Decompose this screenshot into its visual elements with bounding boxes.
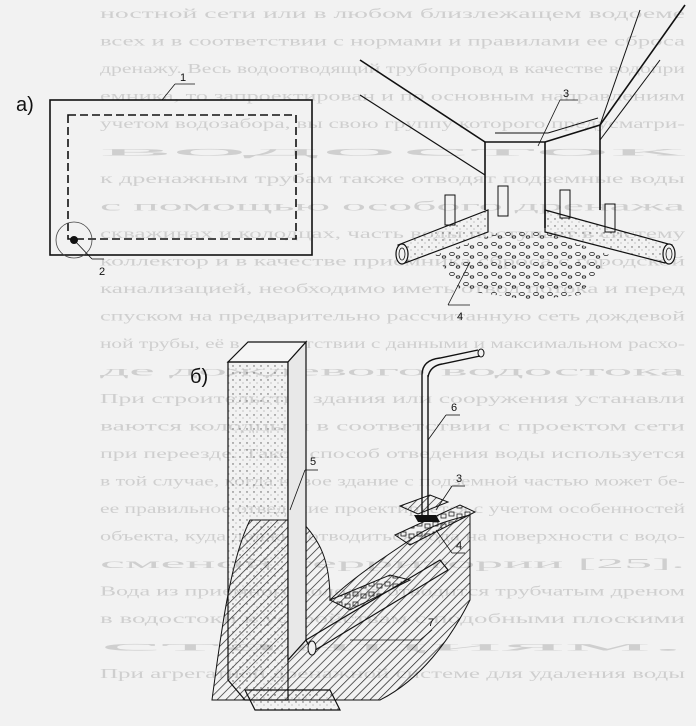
background-text-line: де дождевого водостока xyxy=(100,365,688,380)
gravel-trench-2 xyxy=(393,504,477,546)
callout-5: 5 xyxy=(310,456,316,468)
callout-4-b: 4 xyxy=(456,540,462,552)
section-view xyxy=(211,340,485,711)
background-text-line: с помощью особого дренажа xyxy=(100,200,688,215)
callout-3-a: 3 xyxy=(563,88,569,100)
background-text-line: канализацией, необходимо иметь отвод пот… xyxy=(100,282,685,297)
background-text-line: дренажу. Весь водоотводящий трубопровод … xyxy=(100,62,686,77)
background-text-line: учетом водозабора, вы свою группу которо… xyxy=(100,117,686,132)
panel-a-label: а) xyxy=(16,94,34,116)
drain-pipe-right xyxy=(544,209,673,264)
drain-line-dashed xyxy=(67,114,297,240)
background-text-line: к дренажным трубам также отводят подземн… xyxy=(100,172,686,187)
gravel-trench-1 xyxy=(328,574,412,611)
plan-view xyxy=(49,83,313,260)
corner-detail xyxy=(359,4,686,306)
panel-b-label: б) xyxy=(190,366,208,388)
background-text-line: спуском на предварительно рассчитанную с… xyxy=(100,310,686,325)
background-text-line: при переезде. Такой способ отведения вод… xyxy=(100,447,686,462)
background-text-line: ной трубы, её в соответствии с данными и… xyxy=(100,337,686,352)
background-text-line: ваются колодцы и в соответствии с проект… xyxy=(100,420,686,435)
callout-3-b: 3 xyxy=(456,473,462,485)
background-text-line: емника, то запроектирован и по основным … xyxy=(100,90,685,105)
background-text-line: При строительстве здания или сооружения … xyxy=(100,392,686,407)
wall-footing xyxy=(244,689,341,711)
gravel-filter xyxy=(435,232,610,300)
callout-2: 2 xyxy=(99,266,105,278)
callout-1: 1 xyxy=(180,72,186,84)
detail-circle xyxy=(55,221,93,259)
background-text-line: объекта, куда должна отводиться вода на … xyxy=(100,530,686,545)
callout-4-a: 4 xyxy=(457,311,463,323)
callout-6: 6 xyxy=(451,402,457,414)
background-text-line: ностной сети или в любом близлежащем вод… xyxy=(100,7,685,22)
callout-7: 7 xyxy=(428,617,434,629)
background-text-line: ее правильное отведение проектируется с … xyxy=(100,502,686,517)
background-text-line: водосток xyxy=(100,145,687,160)
background-text-line: в той случае, когда новое здание с подзе… xyxy=(100,475,686,490)
building-outline xyxy=(49,99,313,256)
background-text-line: всех и в соответствии с нормами и правил… xyxy=(100,35,686,50)
retaining-wall xyxy=(227,361,289,701)
